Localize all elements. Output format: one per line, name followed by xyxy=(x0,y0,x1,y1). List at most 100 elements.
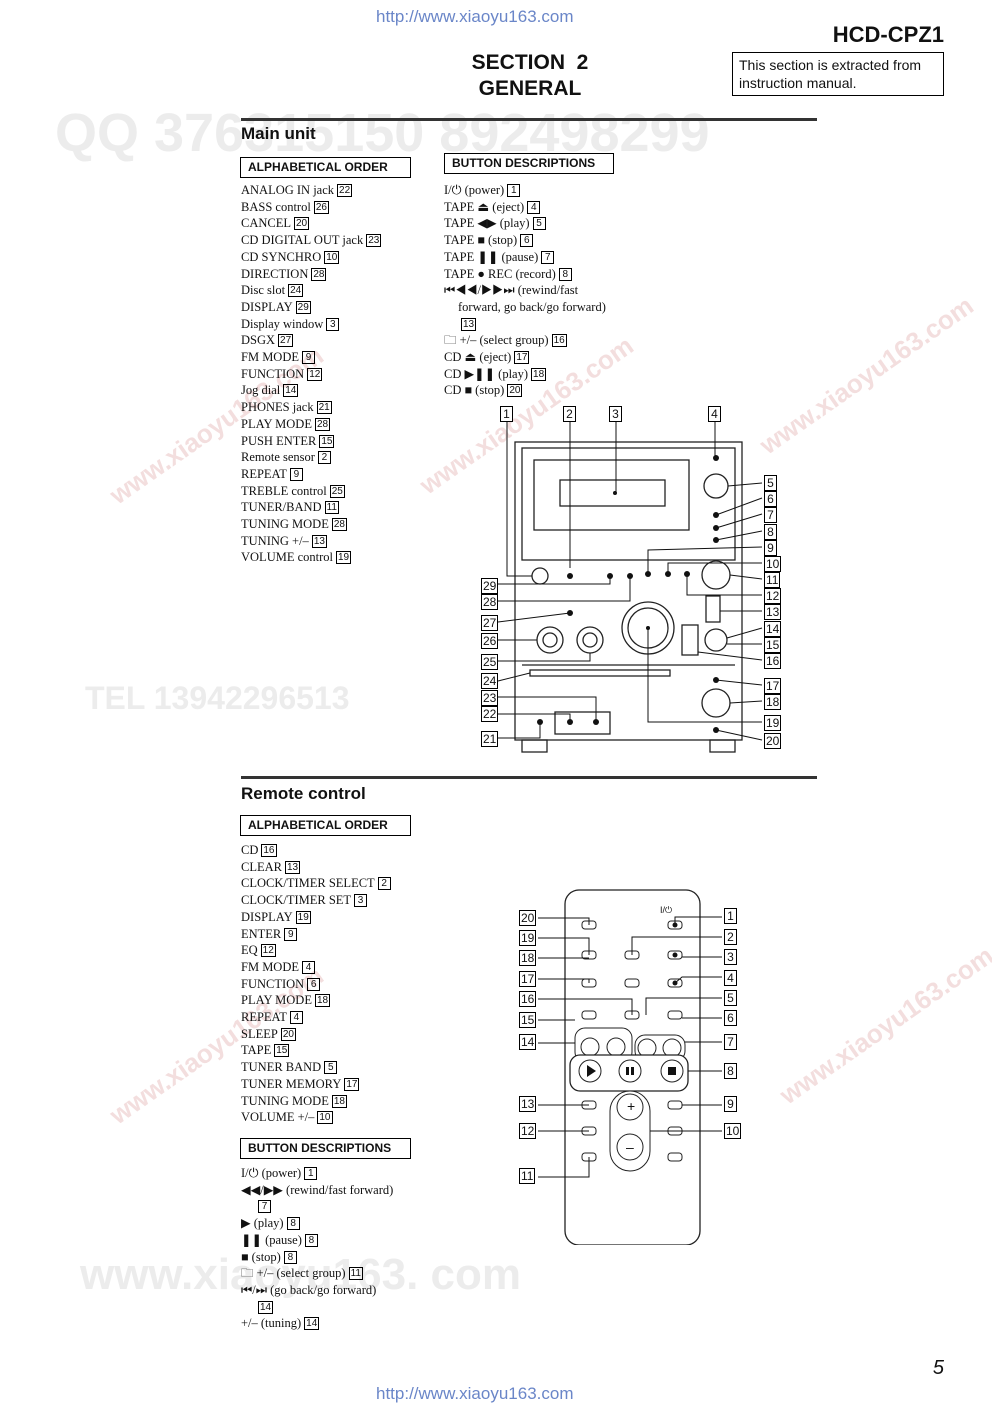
list-item-label: TAPE ⏏ (eject) xyxy=(444,199,525,214)
jog-dial xyxy=(704,628,728,652)
main-unit-callout-22: 22 xyxy=(481,706,499,722)
reference-number: 13 xyxy=(311,534,327,548)
reference-number: 4 xyxy=(302,960,315,974)
reference-number: 19 xyxy=(295,910,311,924)
remote-callout-12: 12 xyxy=(519,1123,537,1139)
watermark-tel: TEL 13942296513 xyxy=(85,680,350,716)
reference-number: 20 xyxy=(507,384,523,398)
remote-callout-18: 18 xyxy=(519,950,537,966)
reference-number: 29 xyxy=(295,300,311,314)
main-unit-callout-23: 23 xyxy=(481,690,499,706)
reference-number: 9 xyxy=(289,467,303,481)
list-item-label: CLOCK/TIMER SET xyxy=(241,893,352,908)
list-item-label: DIRECTION xyxy=(241,266,309,281)
main-unit-callout-24: 24 xyxy=(481,673,499,689)
page-number: 5 xyxy=(932,1357,944,1379)
reference-number: 6 xyxy=(520,234,534,248)
extract-note: This section is extracted from instructi… xyxy=(732,52,944,96)
section-title: GENERAL xyxy=(478,77,582,100)
remote-callout-4: 4 xyxy=(724,970,737,986)
list-item-label: CD ■ (stop) xyxy=(444,383,505,398)
svg-text:+: + xyxy=(627,1098,635,1114)
list-item-label: TUNER/BAND xyxy=(241,500,322,515)
list-item-label: TAPE ■ (stop) xyxy=(444,233,518,248)
list-item-label: TAPE ◀▶ (play) xyxy=(444,216,530,231)
remote-callout-2: 2 xyxy=(724,929,737,945)
main-unit-callout-14: 14 xyxy=(764,621,782,637)
watermark-site-5: www.xiaoyu163.com xyxy=(774,940,992,1111)
header-url[interactable]: http://www.xiaoyu163.com xyxy=(376,7,574,26)
reference-number: 8 xyxy=(304,1233,318,1247)
reference-number: 4 xyxy=(527,200,541,214)
list-item-label: VOLUME control xyxy=(241,550,333,565)
unit-display-panel xyxy=(521,447,736,561)
list-item: TUNING +/–13 xyxy=(241,533,381,550)
volume-down-button xyxy=(616,1133,644,1161)
reference-number: 18 xyxy=(331,1094,347,1108)
jack-panel xyxy=(554,711,611,735)
reference-number: 12 xyxy=(307,367,323,381)
list-item: ❚❚ (pause)8 xyxy=(241,1232,393,1249)
list-item-label: Jog dial xyxy=(241,383,281,398)
reference-number: 11 xyxy=(324,501,339,515)
reference-number: 8 xyxy=(283,1250,297,1264)
list-item: CD ■ (stop)20 xyxy=(444,382,606,399)
list-item-label: I/⏻ (power) xyxy=(241,1166,302,1180)
reference-number: 20 xyxy=(294,217,310,231)
list-item: TAPE ● REC (record)8 xyxy=(444,266,606,283)
reference-number: 15 xyxy=(274,1044,290,1058)
list-item-label: PLAY MODE xyxy=(241,993,312,1008)
remote-button-header: BUTTON DESCRIPTIONS xyxy=(240,1138,411,1159)
reference-number: 14 xyxy=(258,1300,274,1314)
power-button xyxy=(531,567,549,585)
remote-callout-15: 15 xyxy=(519,1012,537,1028)
list-item-label: PHONES jack xyxy=(241,400,314,415)
main-unit-callout-25: 25 xyxy=(481,654,499,670)
list-item: ■ (stop)8 xyxy=(241,1249,393,1266)
list-item-label: TUNING MODE xyxy=(241,1093,329,1108)
remote-callout-7: 7 xyxy=(724,1034,737,1050)
reference-number: 24 xyxy=(288,284,304,298)
reference-number: 16 xyxy=(551,334,567,348)
list-item: 14 xyxy=(241,1299,393,1316)
reference-number: 15 xyxy=(319,434,335,448)
list-item-label: TAPE ❚❚ (pause) xyxy=(444,249,539,264)
reference-number: 2 xyxy=(317,451,331,465)
main-unit-callout-12: 12 xyxy=(764,588,782,604)
reference-number: 6 xyxy=(307,977,321,991)
footer-url[interactable]: http://www.xiaoyu163.com xyxy=(376,1384,574,1403)
list-item-label: forward, go back/go forward) xyxy=(458,299,606,314)
list-item-label: DISPLAY xyxy=(241,909,293,924)
remote-callout-9: 9 xyxy=(724,1096,737,1112)
main-unit-callout-6: 6 xyxy=(764,491,777,507)
reference-number: 2 xyxy=(377,877,391,891)
list-item-label: BASS control xyxy=(241,199,311,214)
list-item-label: Remote sensor xyxy=(241,450,315,465)
reference-number: 9 xyxy=(302,351,315,365)
remote-callout-8: 8 xyxy=(724,1063,737,1079)
list-item-label: VOLUME +/– xyxy=(241,1110,315,1125)
reference-number: 3 xyxy=(354,894,368,908)
main-unit-callout-28: 28 xyxy=(481,594,499,610)
remote-callout-17: 17 xyxy=(519,971,537,987)
reference-number: 7 xyxy=(541,250,555,264)
list-item: ⏮/⏭ (go back/go forward) xyxy=(241,1282,393,1299)
